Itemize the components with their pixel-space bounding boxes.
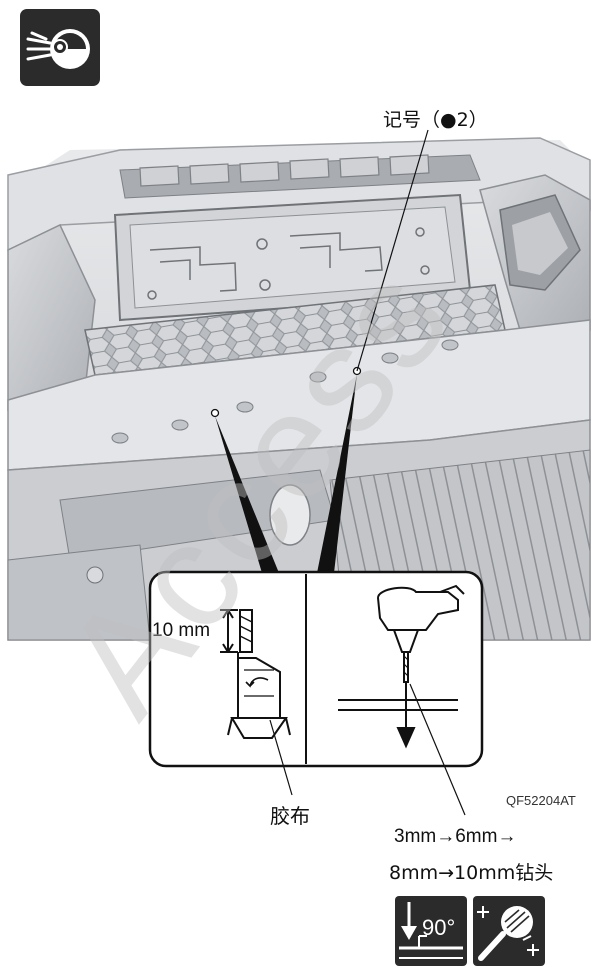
drill-size-line-2: 8mm→10mm钻头 xyxy=(389,862,554,884)
inset-detail-box xyxy=(148,570,484,768)
angle-value: 90° xyxy=(422,915,456,940)
eye-protection-icon xyxy=(20,9,100,86)
depth-label: 10 mm xyxy=(152,620,211,642)
figure-code: QF52204AT xyxy=(506,793,576,808)
deburr-icon xyxy=(473,896,545,966)
tape-label: 胶布 xyxy=(270,804,310,828)
drill-size-line-1: 3mm→6mm→ xyxy=(394,826,517,847)
perpendicular-drill-icon xyxy=(395,896,467,966)
callout-mark-label: 记号（●2） xyxy=(383,109,488,131)
